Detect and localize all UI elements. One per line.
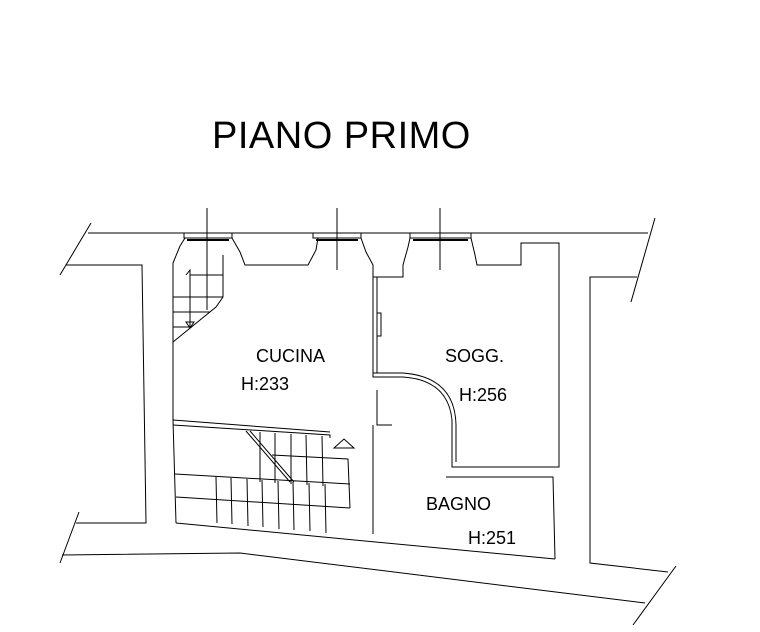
outer-walls [59,217,677,626]
room-name-cucina: CUCINA [256,346,326,366]
plan-title: PIANO PRIMO [212,115,471,157]
room-height-cucina: H:233 [241,374,290,394]
room-height-bagno: H:251 [468,528,517,548]
room-name-bagno: BAGNO [426,494,492,514]
upper-staircase [172,255,224,343]
interior-walls [172,208,560,560]
room-height-soggiorno: H:256 [459,385,508,405]
lower-staircase [172,419,356,534]
room-name-soggiorno: SOGG. [445,346,505,366]
